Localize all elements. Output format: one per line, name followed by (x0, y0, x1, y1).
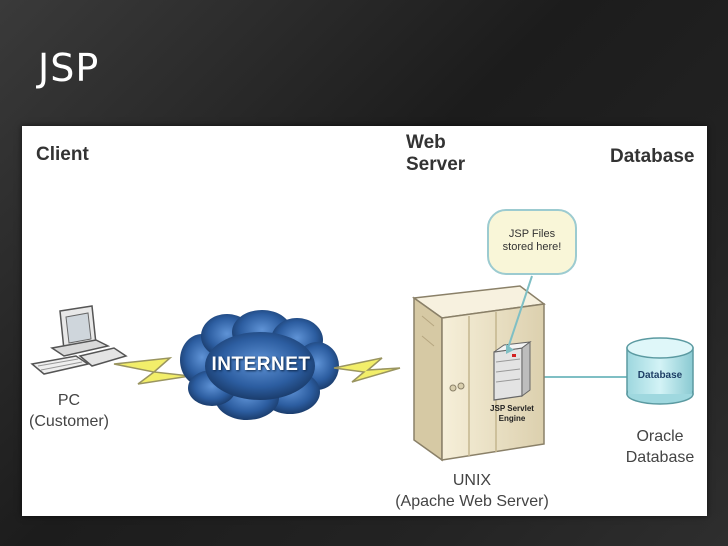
internet-label: INTERNET (211, 354, 311, 375)
servlet-engine-label: JSP Servlet Engine (478, 404, 546, 424)
internet-cloud (180, 310, 339, 420)
servlet-engine-line1: JSP Servlet (490, 404, 534, 413)
pc-label: PC (Customer) (22, 390, 116, 432)
server-label-line2: (Apache Web Server) (395, 493, 549, 510)
pc-label-line2: (Customer) (28, 413, 109, 430)
database-header: Database (610, 146, 695, 167)
db-cylinder-label: Database (637, 370, 683, 381)
diagram-canvas (30, 209, 694, 462)
callout-text: JSP Files stored here! (488, 228, 576, 254)
server-label-line1: UNIX (452, 472, 492, 489)
callout-line2: stored here! (502, 241, 562, 253)
callout-line1: JSP Files (508, 228, 556, 240)
lightning-bolt-right (333, 357, 401, 383)
oracle-db-label: Oracle Database (618, 426, 702, 468)
lightning-bolt-left (113, 357, 191, 385)
web-server-header: Web Server (406, 132, 466, 175)
pc-label-line1: PC (57, 392, 81, 409)
database-cylinder-icon (626, 337, 694, 405)
oracle-db-line1: Oracle (636, 428, 684, 445)
servlet-engine-line2: Engine (498, 414, 526, 423)
architecture-diagram: Client Web Server Database PC (Customer)… (22, 126, 707, 516)
servlet-engine-box (493, 341, 532, 401)
slide-title: JSP (38, 46, 100, 90)
server-label: UNIX (Apache Web Server) (372, 470, 572, 512)
client-header: Client (36, 144, 89, 165)
callout-bubble (487, 209, 577, 354)
oracle-db-line2: Database (625, 449, 695, 466)
pc-icon (30, 305, 128, 375)
